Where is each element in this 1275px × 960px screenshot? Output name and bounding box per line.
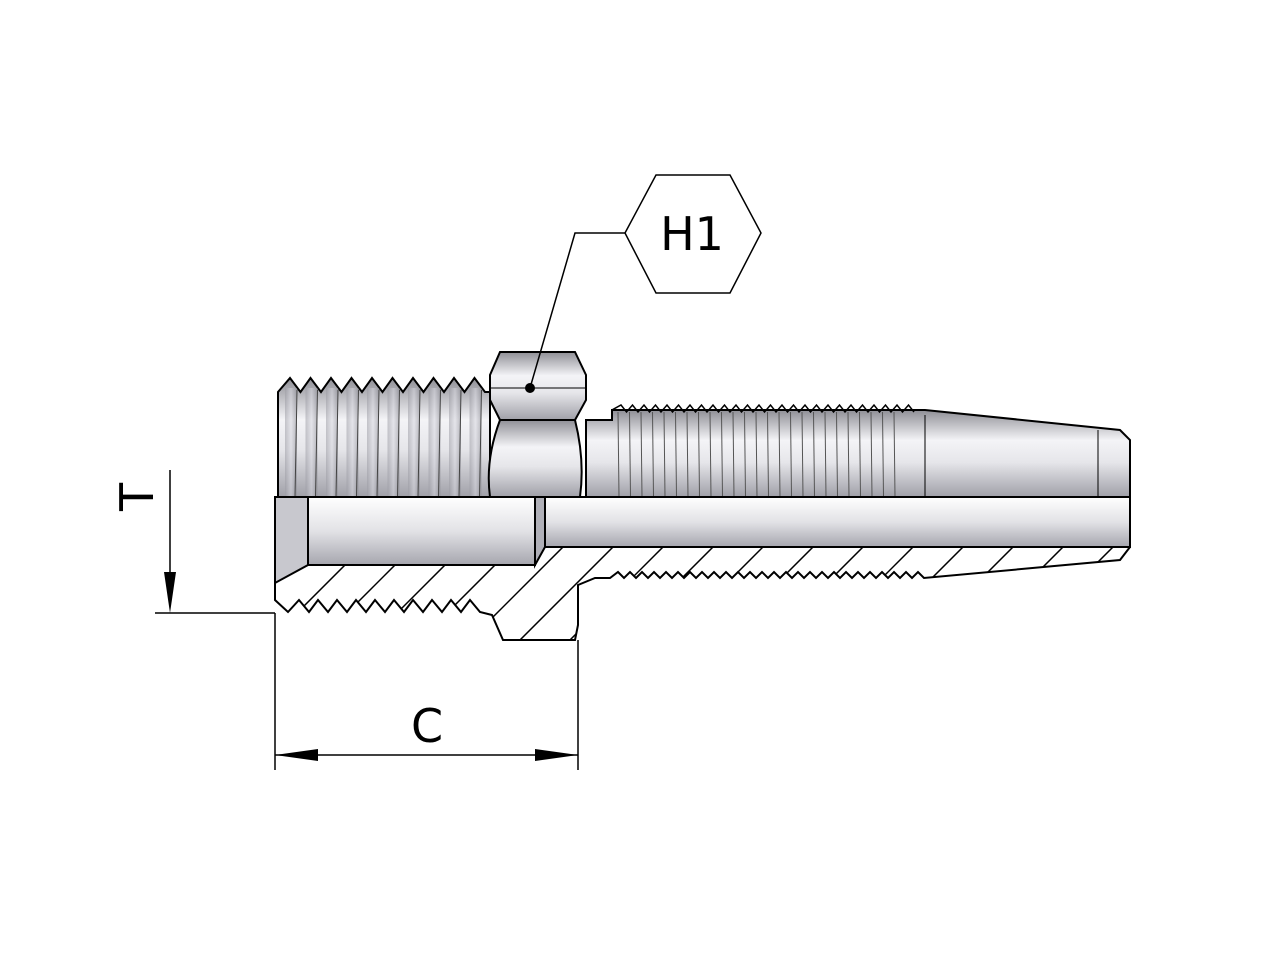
section-view	[274, 496, 1131, 641]
dimension-t: T	[110, 470, 275, 614]
arrow-right-icon	[535, 749, 578, 761]
hexagon-icon	[624, 174, 762, 294]
hose-barb	[585, 403, 1131, 498]
arrow-left-icon	[275, 749, 318, 761]
hex-nut	[487, 351, 587, 498]
callout-label: H1	[660, 207, 724, 261]
left-thread	[277, 376, 491, 498]
arrow-down-icon	[164, 572, 176, 613]
callout-dot-icon	[525, 383, 535, 393]
dimension-t-label: T	[110, 482, 164, 512]
dimension-c: C	[274, 613, 579, 770]
callout-h1: H1	[525, 174, 762, 393]
dimension-c-label: C	[411, 699, 443, 753]
